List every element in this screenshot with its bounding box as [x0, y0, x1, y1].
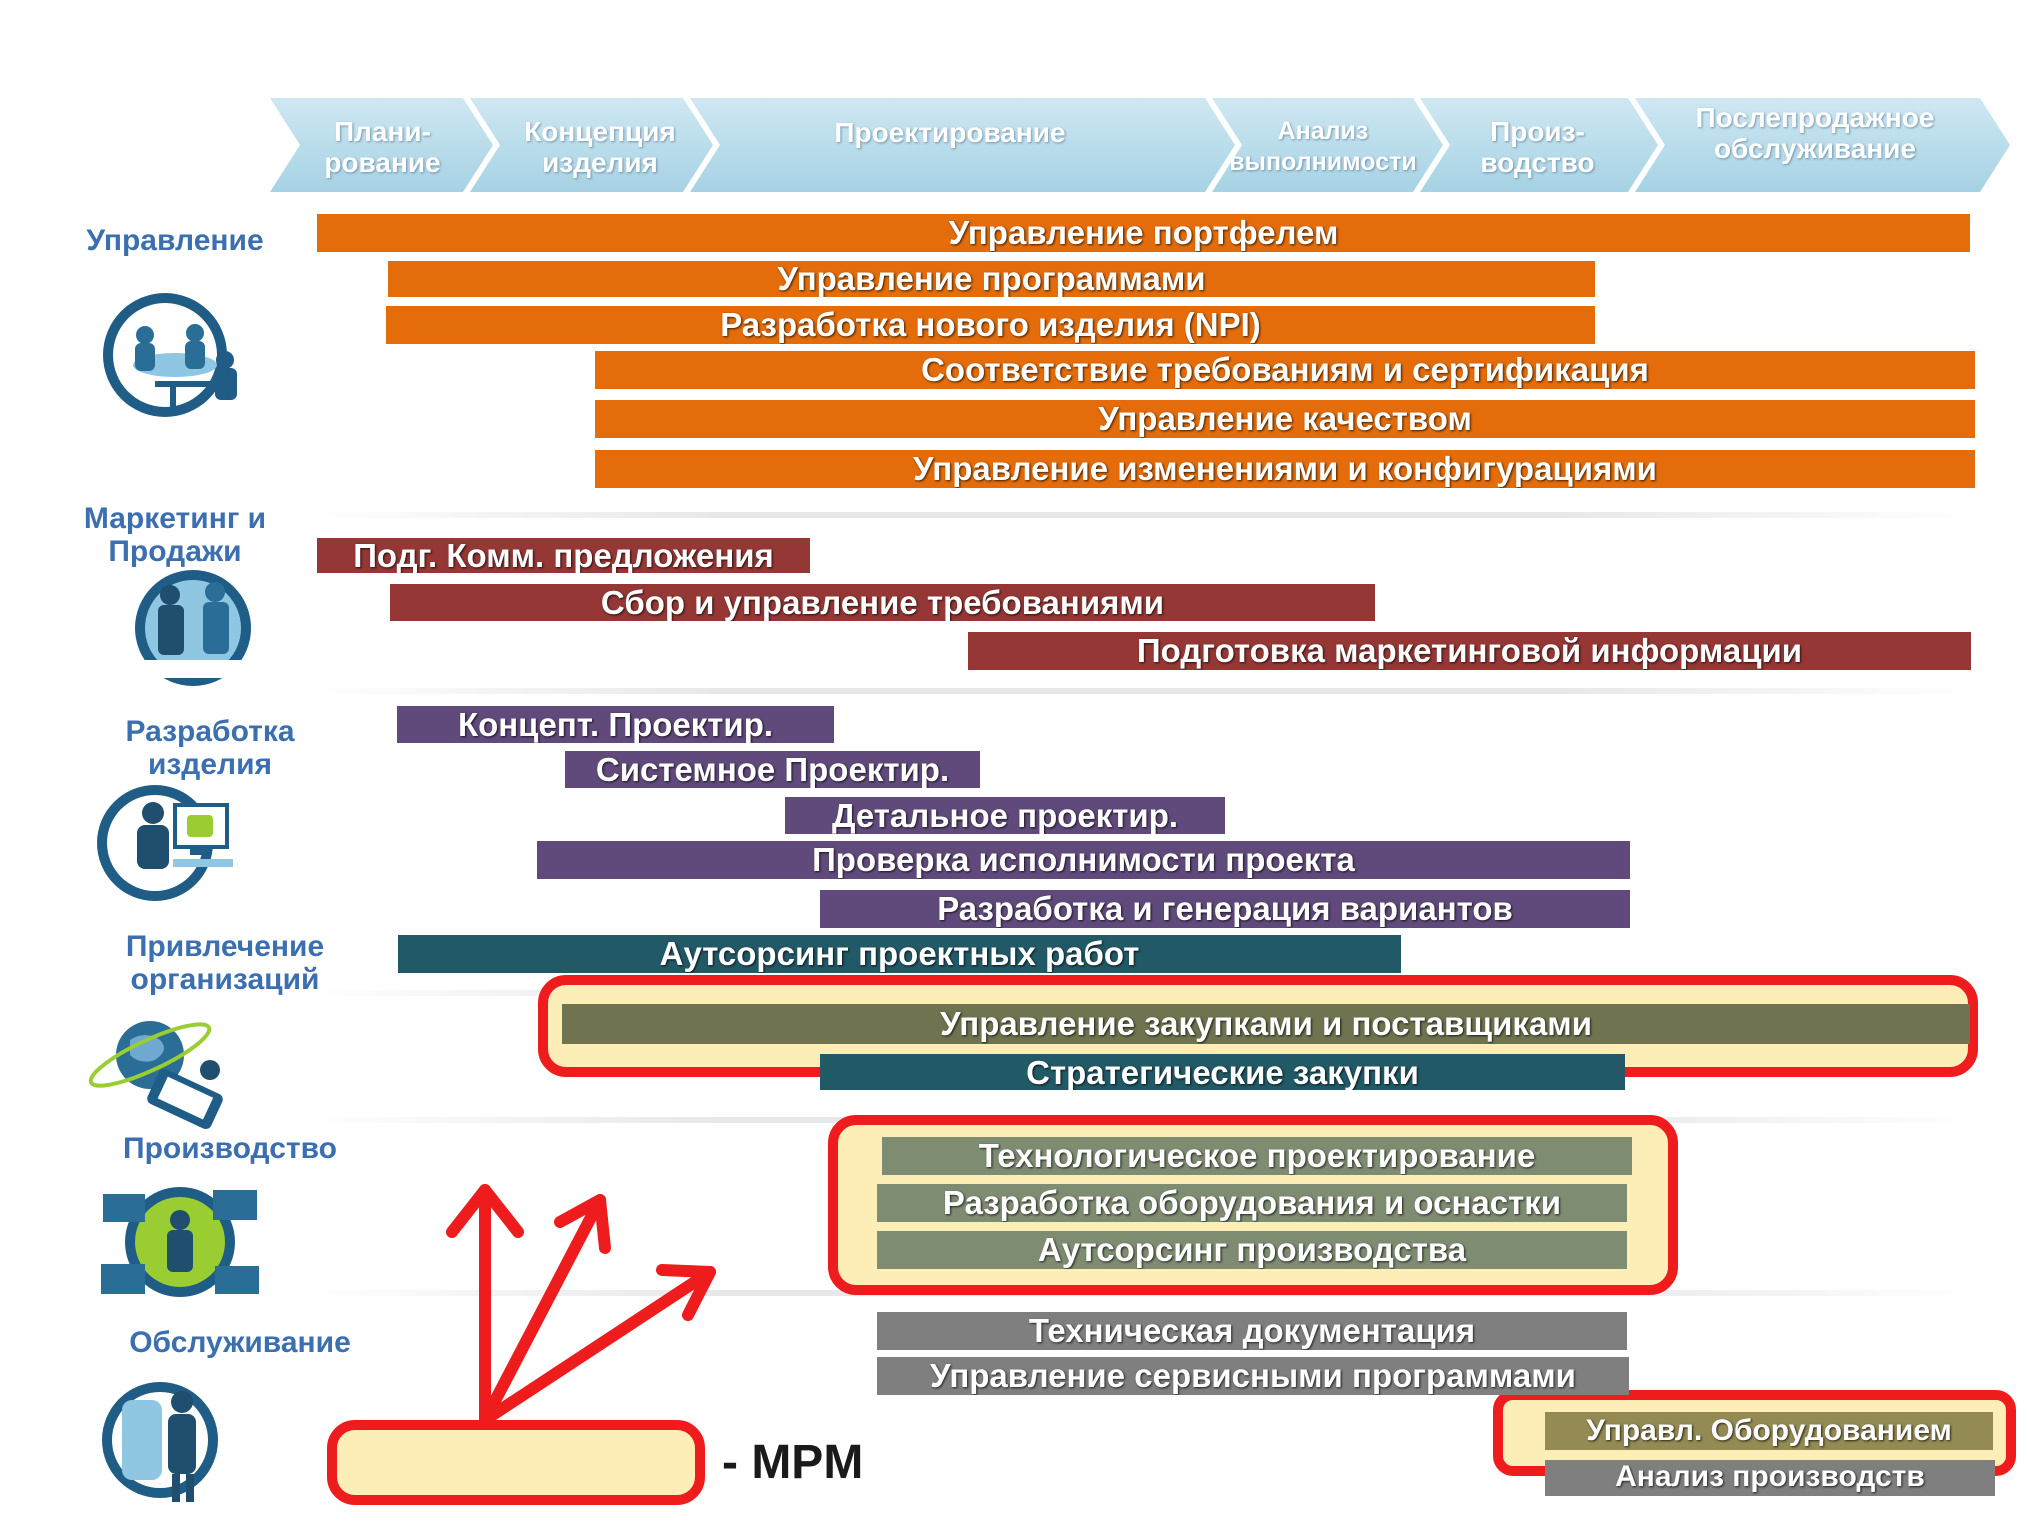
- service-technician-icon: [100, 1370, 230, 1510]
- category-partners-label: Привлечение организаций: [100, 928, 350, 998]
- legend-mpm-swatch: [327, 1420, 705, 1505]
- bar-requirements: Сбор и управление требованиями: [390, 584, 1375, 621]
- bar-service-programs: Управление сервисными программами: [877, 1357, 1629, 1395]
- factory-workers-icon: [95, 1180, 265, 1305]
- category-service-label: Обслуживание: [110, 1322, 370, 1362]
- stage-aftersales-label: Послепродажное обслуживание: [1665, 98, 1965, 168]
- bar-npi: Разработка нового изделия (NPI): [386, 306, 1595, 344]
- stage-analysis-label: Анализ выполнимости: [1218, 112, 1428, 182]
- sales-team-icon: [125, 560, 265, 690]
- stage-production-label: Произ- водство: [1450, 112, 1625, 182]
- bar-change-management: Управление изменениями и конфигурациями: [595, 450, 1975, 488]
- bar-portfolio-management: Управление портфелем: [317, 214, 1970, 252]
- bar-process-planning: Технологическое проектирование: [882, 1137, 1632, 1175]
- legend-mpm-label: - MPM: [722, 1432, 902, 1492]
- bar-tech-docs: Техническая документация: [877, 1312, 1627, 1350]
- bar-production-analysis: Анализ производств: [1545, 1460, 1995, 1496]
- engineer-workstation-icon: [95, 775, 245, 905]
- section-divider: [300, 688, 1980, 694]
- bar-compliance: Соответствие требованиям и сертификация: [595, 351, 1975, 389]
- section-divider: [300, 512, 1980, 518]
- bar-strategic-sourcing: Стратегические закупки: [820, 1054, 1625, 1090]
- bar-procurement: Управление закупками и поставщиками: [562, 1004, 1970, 1044]
- bar-manufacturing-outsourcing: Аутсорсинг производства: [877, 1231, 1627, 1269]
- category-development-label: Разработка изделия: [95, 713, 325, 783]
- bar-marketing-info: Подготовка маркетинговой информации: [968, 632, 1971, 670]
- meeting-icon: [95, 285, 255, 425]
- bar-detail-design: Детальное проектир.: [785, 797, 1225, 834]
- global-partners-icon: [80, 1010, 250, 1140]
- bar-tooling-development: Разработка оборудования и оснастки: [877, 1184, 1627, 1222]
- arrows-icon: [440, 1170, 740, 1430]
- bar-concept-design: Концепт. Проектир.: [397, 706, 834, 743]
- stage-design-label: Проектирование: [730, 112, 1170, 152]
- bar-program-management: Управление программами: [388, 261, 1595, 297]
- bar-feasibility-check: Проверка исполнимости проекта: [537, 841, 1630, 879]
- bar-equipment-management: Управл. Оборудованием: [1545, 1412, 1993, 1450]
- bar-variants: Разработка и генерация вариантов: [820, 890, 1630, 928]
- bar-proposal-prep: Подг. Комм. предложения: [317, 538, 810, 573]
- stage-concept-label: Концепция изделия: [505, 112, 695, 182]
- bar-quality-management: Управление качеством: [595, 400, 1975, 438]
- category-management-label: Управление: [60, 220, 290, 260]
- stage-planning-label: Плани- рование: [300, 112, 465, 182]
- bar-system-design: Системное Проектир.: [565, 751, 980, 788]
- bar-design-outsourcing: Аутсорсинг проектных работ: [398, 935, 1401, 973]
